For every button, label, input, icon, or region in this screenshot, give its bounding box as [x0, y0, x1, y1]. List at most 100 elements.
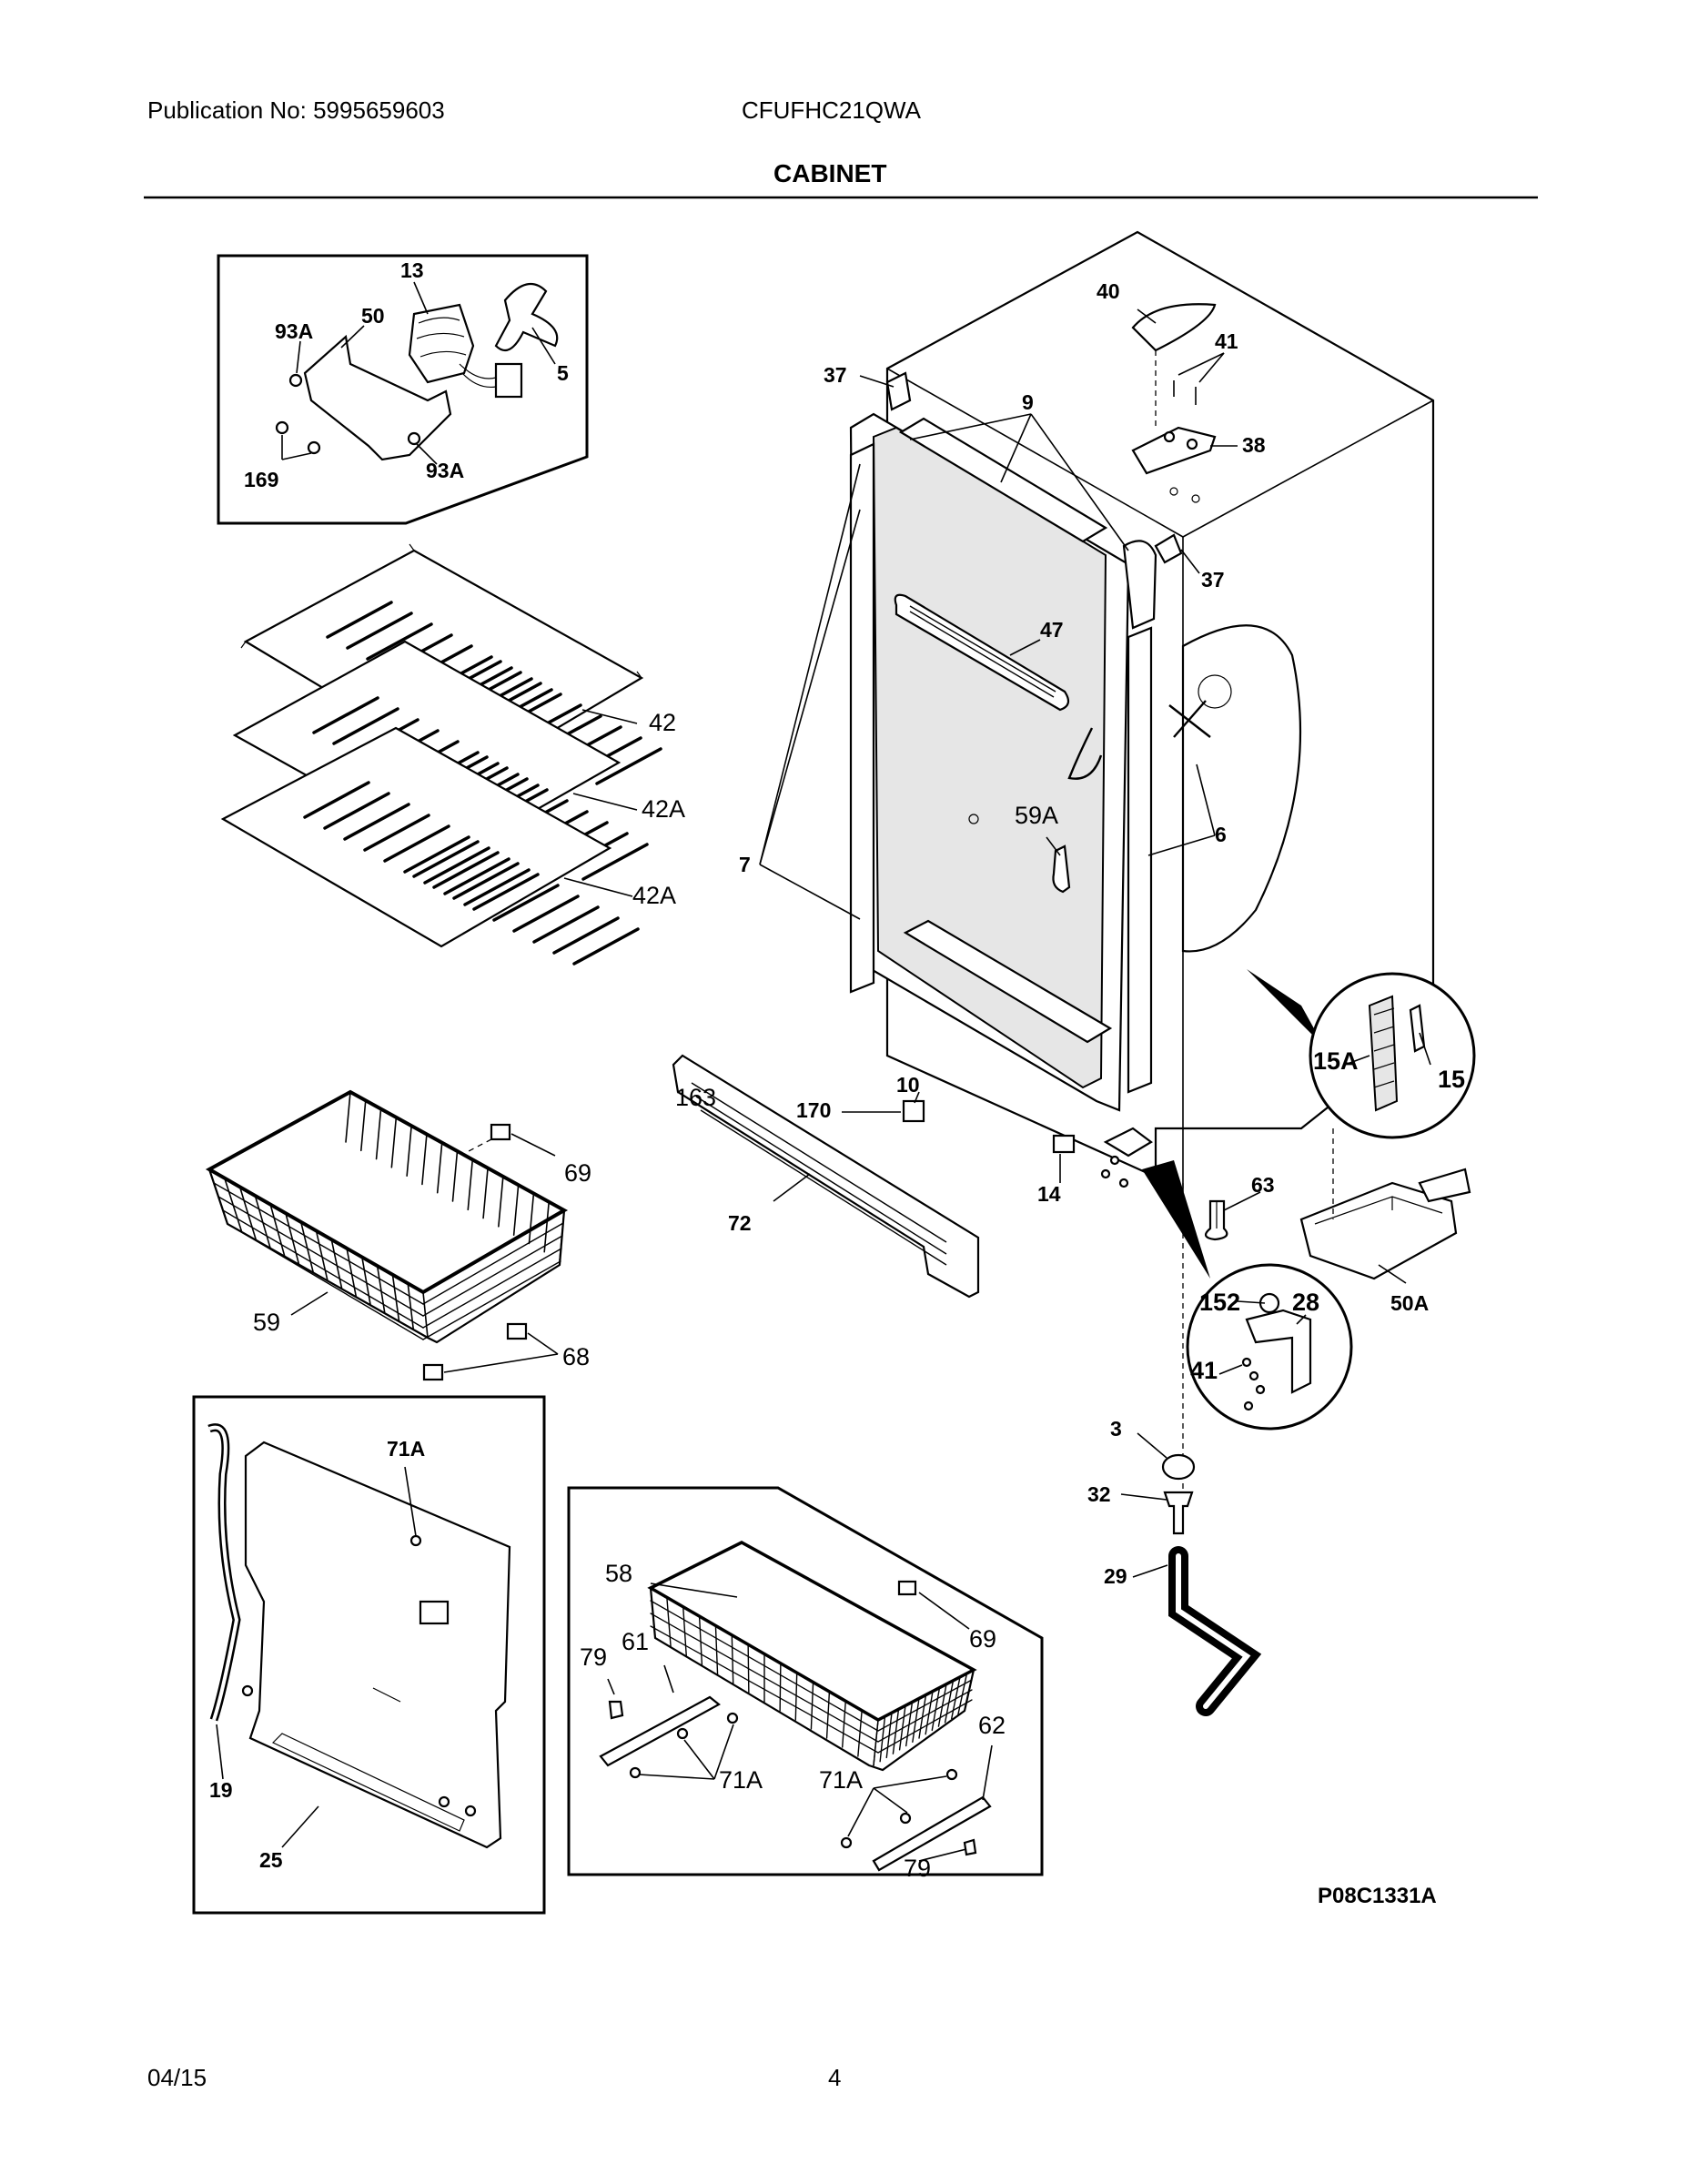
- small-basket-frame: [567, 1486, 1044, 1876]
- bottom-gasket: [903, 919, 1113, 1044]
- clip-68-b: [422, 1363, 444, 1381]
- switch-10: [902, 1099, 925, 1123]
- callout-42a: 42A: [632, 882, 676, 909]
- callout-15a: 15A: [1313, 1047, 1359, 1075]
- callout-62: 62: [978, 1712, 1006, 1739]
- callout-69: 69: [564, 1159, 591, 1187]
- small-basket-inset: 58 69 79 61 71A 71A 62 79: [567, 1486, 1044, 1882]
- shelf-42a-lower: [220, 726, 640, 966]
- callout-163: 163: [675, 1084, 716, 1111]
- callout-79: 79: [580, 1643, 607, 1671]
- publication-number: Publication No: 5995659603: [147, 96, 445, 124]
- fan-inset-frame: [217, 254, 589, 525]
- top-hinge-cover: [1131, 303, 1217, 352]
- vent-47: [894, 593, 1070, 712]
- callout-3: 3: [1110, 1417, 1122, 1441]
- panel-inset-frame: [192, 1395, 546, 1915]
- callout-71a: 71A: [719, 1766, 763, 1794]
- rail-61: [599, 1695, 721, 1767]
- callout-59: 59: [253, 1309, 280, 1336]
- callout-10: 10: [896, 1073, 920, 1097]
- model-number: CFUFHC21QWA: [742, 96, 921, 124]
- callout-93a: 93A: [275, 319, 313, 343]
- light-lens-15a: [1368, 995, 1399, 1112]
- callout-14: 14: [1037, 1182, 1061, 1206]
- fan-bracket: [303, 334, 452, 461]
- lower-hinge-bracket: [1103, 1127, 1153, 1158]
- switch-14: [1052, 1134, 1076, 1154]
- callout-32: 32: [1087, 1482, 1111, 1506]
- fan-motor: [408, 303, 475, 384]
- callout-152: 152: [1199, 1289, 1240, 1316]
- callout-37: 37: [824, 363, 847, 387]
- callout-170: 170: [796, 1098, 831, 1122]
- callout-42: 42: [649, 709, 676, 736]
- clip-69-small: [897, 1580, 917, 1596]
- cap-3: [1161, 1453, 1196, 1481]
- callout-25: 25: [259, 1848, 283, 1872]
- cabinet-side-recess: [1181, 624, 1302, 953]
- top-gasket: [898, 417, 1108, 543]
- wire-shelves: 42 42A 42A: [220, 543, 685, 966]
- kickplate-72: 163 72: [672, 1054, 980, 1299]
- diagram-code: P08C1331A: [1318, 1884, 1437, 1908]
- callout-71a: 71A: [819, 1766, 863, 1794]
- callout-68: 68: [562, 1343, 590, 1370]
- rail-62: [872, 1795, 992, 1872]
- callout-61: 61: [622, 1628, 649, 1655]
- detail-circle-hinge: 152 28 41: [1142, 1160, 1353, 1431]
- bushing-32: [1163, 1491, 1194, 1535]
- callout-41: 41: [1190, 1357, 1218, 1384]
- cabinet-assembly: 40 41 37 9 38 37 47 59A 7 6 10 170 14 63…: [739, 230, 1471, 1506]
- callout-169: 169: [244, 468, 278, 491]
- callout-72: 72: [728, 1211, 752, 1235]
- callout-47: 47: [1040, 618, 1064, 642]
- callout-6: 6: [1215, 823, 1227, 846]
- door-stop-parts: 3 32 29: [1087, 1417, 1262, 1716]
- callout-19: 19: [209, 1778, 233, 1802]
- section-title: CABINET: [773, 159, 887, 187]
- callout-38: 38: [1242, 433, 1266, 457]
- clip-69: [490, 1123, 511, 1141]
- callout-63: 63: [1251, 1173, 1275, 1197]
- fan-blade: [494, 282, 559, 352]
- callout-13: 13: [400, 258, 424, 282]
- cap-37-right: [1154, 533, 1183, 564]
- bottom-panel: [244, 1441, 511, 1849]
- callout-58: 58: [605, 1560, 632, 1587]
- callout-42a: 42A: [642, 795, 685, 823]
- callout-15: 15: [1438, 1066, 1465, 1093]
- callout-5: 5: [557, 361, 569, 385]
- callout-69: 69: [969, 1625, 996, 1653]
- fan-motor-inset: 13 93A 50 5 169 93A: [217, 254, 589, 525]
- gasket-corner: [1122, 540, 1157, 630]
- detail-circle-light-cover: 15A 15: [1247, 969, 1476, 1139]
- callout-59a: 59A: [1015, 802, 1058, 829]
- cap-37-top: [885, 371, 912, 411]
- callout-28: 28: [1292, 1289, 1319, 1316]
- fan-connector: [494, 362, 523, 399]
- callout-7: 7: [739, 853, 751, 876]
- left-gasket: [849, 442, 875, 994]
- callout-93a: 93A: [426, 459, 464, 482]
- callout-29: 29: [1104, 1564, 1127, 1588]
- callout-9: 9: [1022, 390, 1034, 414]
- hinge-28: [1245, 1309, 1312, 1394]
- page-number: 4: [828, 2064, 842, 2091]
- callout-79: 79: [904, 1855, 931, 1882]
- callout-71a: 71A: [387, 1437, 425, 1461]
- callout-41: 41: [1215, 329, 1238, 353]
- callout-37: 37: [1201, 568, 1225, 592]
- footer-date: 04/15: [147, 2064, 207, 2091]
- right-gasket: [1127, 626, 1153, 1094]
- callout-40: 40: [1097, 279, 1120, 303]
- wire-basket-59: 69 59 68: [205, 1089, 591, 1381]
- callout-50: 50: [361, 304, 385, 328]
- hook-59a: [1052, 844, 1071, 894]
- bottom-panel-inset: 71A 19 25: [192, 1395, 546, 1915]
- callout-50a: 50A: [1390, 1291, 1429, 1315]
- thermostat-box-50a: [1299, 1181, 1458, 1280]
- clip-68-a: [506, 1322, 528, 1340]
